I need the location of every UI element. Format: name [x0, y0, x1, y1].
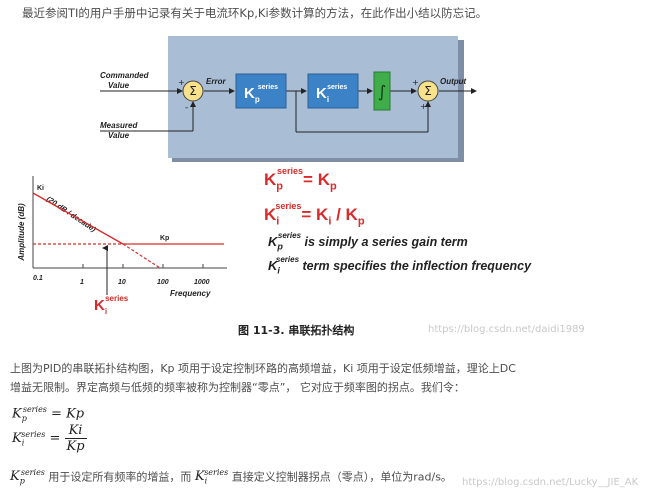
- watermark-top: https://blog.csdn.net/daidi1989: [428, 324, 585, 335]
- kp-series-symbol: Kpseries: [10, 468, 45, 486]
- equation-ki-series: Kiseries= Ki / Kp: [264, 201, 365, 228]
- error-label: Error: [206, 77, 226, 86]
- output-label: Output: [440, 77, 467, 86]
- tick-label-100: 100: [157, 279, 169, 286]
- formula-kp: Kpseries = Kp: [12, 405, 85, 423]
- bode-plot: Amplitude (dB) 0.1 1 10 100 1000 Frequen…: [17, 176, 227, 315]
- kp-level-label: Kp: [160, 235, 169, 242]
- ki-series-block: [307, 73, 359, 109]
- ki-series-symbol: Kiseries: [194, 468, 229, 486]
- measured-value-label-1: Measured: [100, 121, 138, 130]
- watermark-bottom: https://blog.csdn.net/Lucky__JIE_AK: [462, 477, 639, 488]
- plus-sign-1: +: [178, 78, 185, 87]
- y-axis-label: Amplitude (dB): [17, 203, 26, 262]
- paragraph-line-1: 上图为PID的串联拓扑结构图，Kp 项用于设定控制环路的高频增益，Ki 项用于设…: [10, 362, 516, 375]
- figure-caption: 图 11-3. 串联拓扑结构: [238, 324, 355, 337]
- sigma-1: Σ: [189, 84, 197, 98]
- tick-label-1000: 1000: [194, 279, 210, 286]
- ki-axis-label: Ki: [37, 185, 44, 192]
- tick-label-0-1: 0.1: [33, 275, 43, 282]
- measured-value-label-2: Value: [108, 131, 130, 140]
- ki-series-label: Kiseries: [94, 294, 129, 315]
- integrator-block: [373, 71, 391, 111]
- ki-block-label: Kiseries: [316, 84, 347, 104]
- plus-sign-3: +: [420, 102, 427, 111]
- paragraph-line-2: 增益无限制。界定高频与低频的频率被称为控制器“零点”， 它对应于频率图的拐点。我…: [10, 381, 465, 394]
- slope-line: [32, 192, 124, 245]
- tick-label-1: 1: [80, 279, 84, 286]
- note-ki-inflection-term: Kiseries term specifies the inflection f…: [268, 255, 532, 276]
- sigma-2: Σ: [424, 84, 432, 98]
- note-kp-gain-term: Kpseries is simply a series gain term: [268, 231, 468, 252]
- x-axis-label: Frequency: [170, 289, 211, 298]
- equation-kp-series: Kpseries= Kp: [264, 166, 337, 193]
- slope-line-dashed: [122, 243, 161, 269]
- tick-label-10: 10: [118, 279, 126, 286]
- pid-series-block-diagram: Commanded Value Measured Value Σ + - Err…: [100, 36, 477, 162]
- plus-sign-2: +: [412, 78, 419, 87]
- commanded-value-label-1: Commanded: [100, 71, 150, 80]
- commanded-value-label-2: Value: [108, 81, 130, 90]
- summing-junction-1: [182, 80, 204, 102]
- intro-text: 最近参阅TI的用户手册中记录有关于电流环Kp,Ki参数计算的方法，在此作出小结以…: [22, 6, 488, 20]
- minus-sign-1: -: [185, 103, 188, 113]
- integral-symbol: ∫: [378, 82, 386, 101]
- kp-block-label: Kpseries: [244, 84, 278, 104]
- bottom-description: Kpseries 用于设定所有频率的增益，而 Kiseries 直接定义控制器拐…: [10, 468, 452, 486]
- summing-junction-2: [417, 80, 439, 102]
- kp-series-block: [235, 73, 287, 109]
